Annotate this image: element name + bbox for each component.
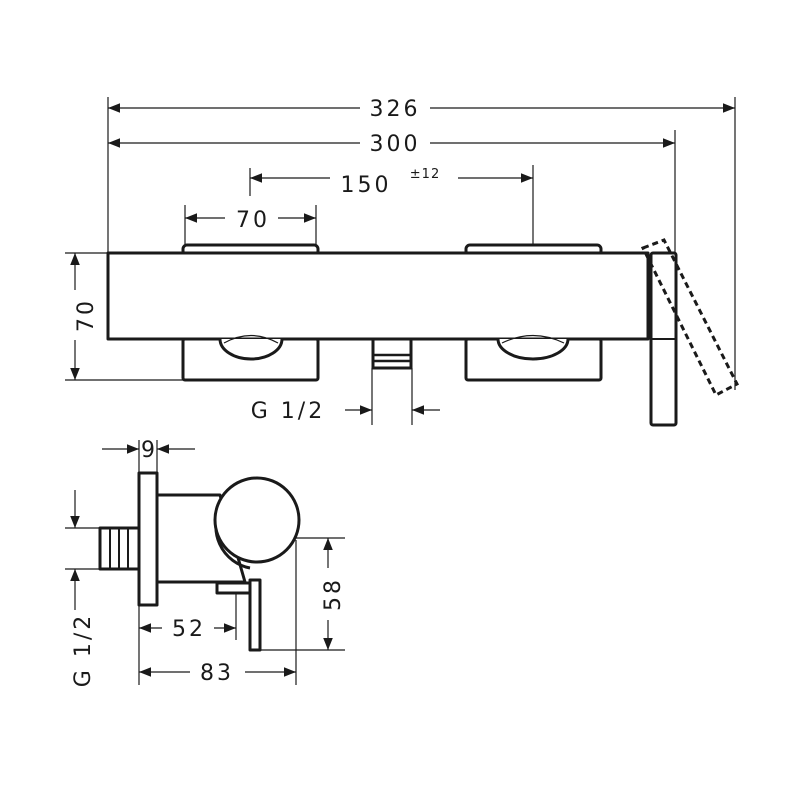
dim-label-326: 326 (370, 97, 421, 122)
dimension-70-width: 70 (185, 208, 316, 233)
mixer-body (106, 238, 740, 427)
handle-circle (213, 476, 301, 564)
dim-label-83: 83 (200, 661, 234, 686)
dimension-326: 326 (108, 97, 735, 122)
dimension-outlet-thread: G 1/2 (251, 399, 440, 424)
dimension-52: 52 (139, 617, 236, 642)
dim-label-300: 300 (370, 132, 421, 157)
lever-base (215, 581, 255, 595)
front-view: 326 300 150 ±12 70 70 (65, 97, 740, 427)
dimension-70-height: 70 (70, 253, 99, 380)
dimension-300: 300 (108, 132, 675, 157)
outlet (371, 337, 413, 370)
dim-label-58: 58 (321, 577, 346, 611)
dim-label-g12-outlet: G 1/2 (251, 399, 325, 424)
dimension-83: 83 (139, 661, 296, 686)
dim-label-52: 52 (172, 617, 206, 642)
right-cutout (496, 338, 570, 361)
dimension-9: 9 (102, 438, 195, 463)
dim-label-70-width: 70 (236, 208, 270, 233)
dimension-inlet-thread: G 1/2 (70, 490, 96, 687)
left-cutout (218, 338, 284, 361)
side-body (98, 471, 301, 652)
wall-plate (137, 471, 159, 607)
dim-label-70-height: 70 (74, 298, 99, 332)
dimension-150: 150 ±12 (250, 167, 533, 198)
dim-label-g12-inlet: G 1/2 (71, 613, 96, 687)
handle-rotated-dashed (640, 238, 740, 398)
lever (248, 578, 262, 652)
body-bar (106, 251, 650, 341)
dimension-58: 58 (321, 538, 346, 650)
side-view: 9 G 1/2 58 52 83 (65, 438, 346, 687)
extension-lines (65, 97, 736, 425)
dim-label-150: 150 (341, 173, 392, 198)
dim-tolerance: ±12 (410, 167, 440, 182)
dim-label-9: 9 (141, 438, 155, 463)
